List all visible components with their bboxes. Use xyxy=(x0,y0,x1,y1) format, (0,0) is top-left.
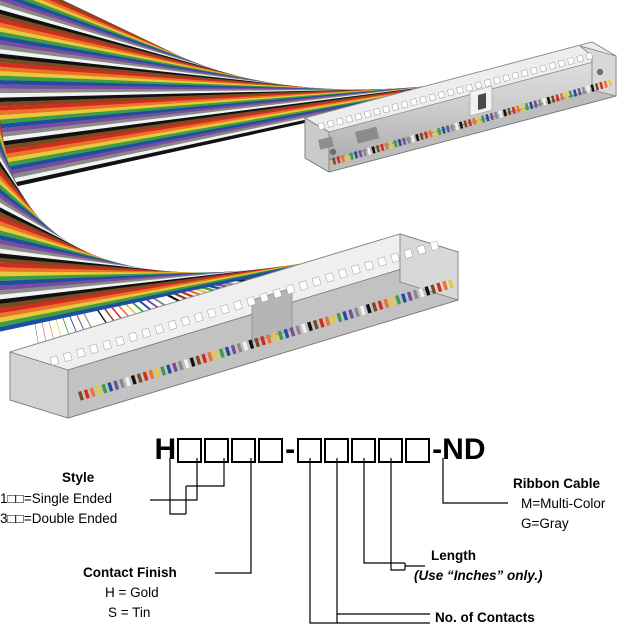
callout-style-line-2: 3□□=Double Ended xyxy=(0,511,118,526)
part-number-suffix: -ND xyxy=(432,433,486,466)
callout-style-title: Style xyxy=(62,470,95,485)
callout-ribbon-cable-option-2: G=Gray xyxy=(521,516,569,531)
callout-contact-finish-option-2: S = Tin xyxy=(108,605,151,620)
callout-style-line-1: 1□□=Single Ended xyxy=(0,491,113,506)
pn-box-style-3 xyxy=(231,437,257,463)
pn-box-length-2 xyxy=(378,437,404,463)
part-number-prefix: H xyxy=(154,433,177,466)
connector-lower-front xyxy=(8,233,460,419)
callout-length-note: (Use “Inches” only.) xyxy=(414,568,543,583)
pn-separator: - xyxy=(285,433,296,466)
callout-contact-finish-option-1: H = Gold xyxy=(105,585,159,600)
part-number-diagram: H - -ND xyxy=(0,418,640,640)
ribbon-cable-illustration xyxy=(0,0,618,419)
pn-box-length xyxy=(351,437,377,463)
callout-contact-finish-title: Contact Finish xyxy=(83,565,177,580)
callout-no-of-contacts-title: No. of Contacts xyxy=(435,610,535,625)
pn-box-contact-finish xyxy=(258,437,284,463)
pn-box-ribbon-cable xyxy=(405,437,431,463)
part-number-row: H - -ND xyxy=(0,430,640,470)
callout-ribbon-cable-title: Ribbon Cable xyxy=(513,476,600,491)
pn-box-contacts xyxy=(297,437,323,463)
connector-top-right xyxy=(303,41,618,173)
product-photo xyxy=(0,0,618,419)
pn-box-style-2 xyxy=(204,437,230,463)
callout-ribbon-cable-option-1: M=Multi-Color xyxy=(521,496,606,511)
callout-length-title: Length xyxy=(431,548,476,563)
pn-box-contacts-2 xyxy=(324,437,350,463)
ribbon-cable-upper xyxy=(0,0,590,190)
pn-box-style xyxy=(177,437,203,463)
